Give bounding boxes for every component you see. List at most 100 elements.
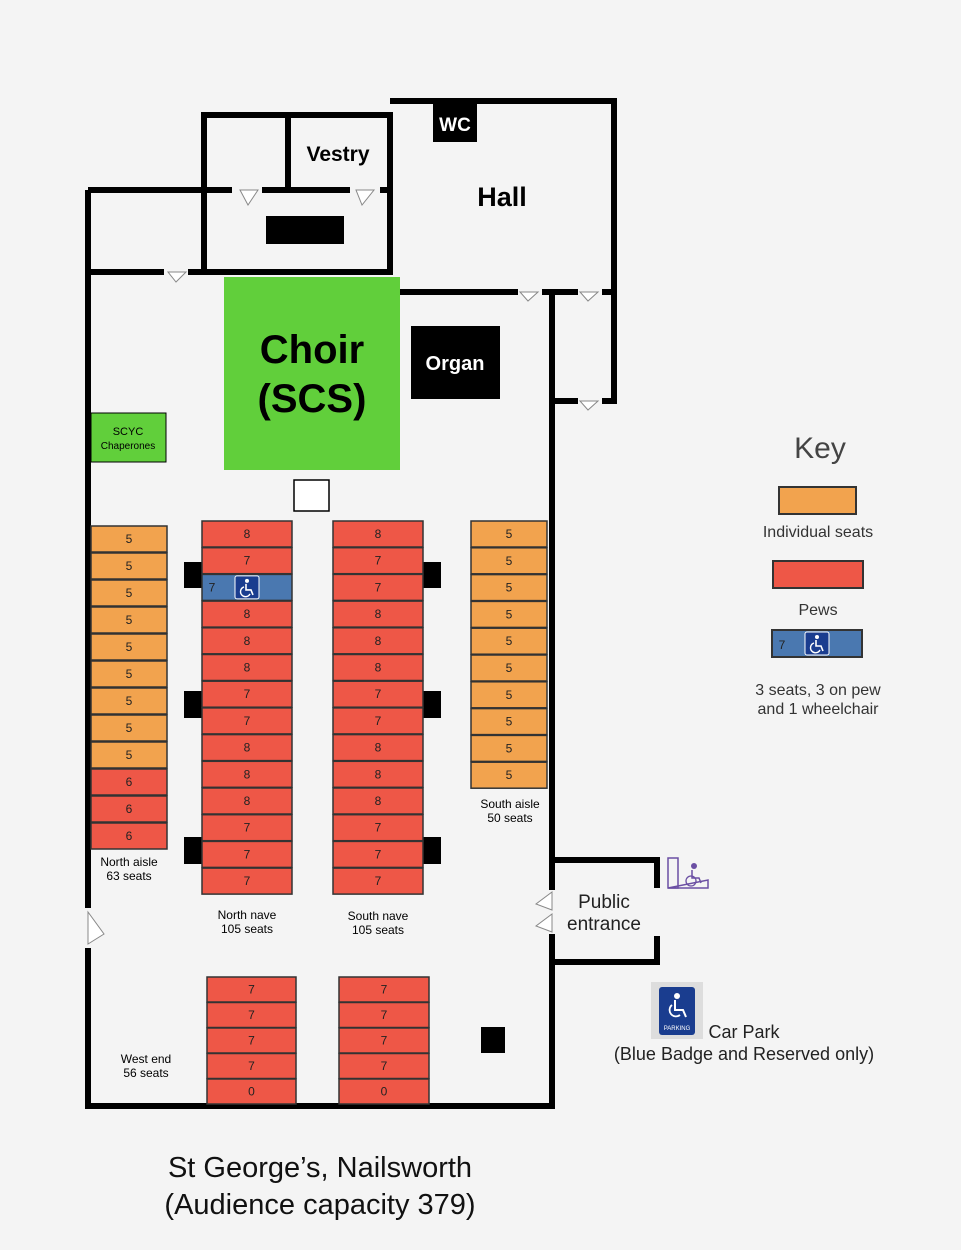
north-aisle-row-box [90,579,168,607]
south-aisle-row-box [470,654,548,682]
south-aisle-row-count: 5 [506,661,513,675]
south-nave-row-box [332,707,424,735]
north-aisle-row-count: 5 [126,532,133,546]
south-nave-row: 7 [332,707,424,735]
key-wheelchair-label: 3 seats, 3 on pew and 1 wheelchair [720,681,916,719]
organ [411,326,500,399]
north-aisle-row-box [90,741,168,769]
south-nave-row: 8 [332,627,424,655]
choir-label: Choir [260,328,364,372]
north-aisle-row-count: 5 [126,748,133,762]
north-aisle-capacity: 63 seats [106,869,151,883]
south-nave-row: 8 [332,760,424,789]
west-end-left-row: 7 [206,976,297,1003]
south-aisle-row-box [470,627,548,655]
south-nave-row-count: 8 [375,634,382,648]
south-aisle-row: 5 [470,520,548,548]
north-nave-row-count: 7 [244,874,251,888]
south-aisle-row-count: 5 [506,741,513,755]
south-aisle-row-box [470,547,548,575]
north-nave-row-count: 7 [244,554,251,568]
west-end-left-row: 0 [206,1078,297,1105]
west-end-name: West end [121,1052,171,1066]
south-nave-row: 8 [332,600,424,628]
south-aisle-row-count: 5 [506,581,513,595]
key-wheelchair-value: 7 [779,638,786,652]
north-nave-row: 7 [201,546,293,575]
south-nave-row-count: 8 [375,607,382,621]
north-aisle-row-box [90,606,168,634]
north-nave-row: 7 [201,840,293,869]
south-aisle-row-count: 5 [506,715,513,729]
public-entrance-label: Public entrance [552,892,656,936]
parking-sign-text: PARKING [664,1026,691,1032]
choir-subtitle: (SCS) [258,377,367,421]
north-aisle-row-count: 6 [126,829,133,843]
south-aisle-row: 5 [470,547,548,575]
south-nave-row-count: 7 [375,821,382,835]
north-nave-row-box [201,733,293,762]
north-nave-row-count: 8 [244,607,251,621]
south-aisle-row-count: 5 [506,688,513,702]
north-nave-row: 8 [201,600,293,628]
south-aisle-row: 5 [470,573,548,602]
north-aisle-row-box [90,795,168,823]
west-end-right-row-box [338,1078,430,1105]
scyc-label: SCYC [113,426,144,438]
key-title: Key [794,432,846,465]
north-aisle-row-box [90,525,168,553]
west-end-left-row-box [206,1027,297,1054]
north-aisle-row-count: 6 [126,775,133,789]
north-nave-row: 8 [201,627,293,655]
south-nave-row-box [332,600,424,628]
south-nave-row: 7 [332,813,424,842]
west-end-left-row-box [206,976,297,1003]
north-aisle-row-box [90,714,168,742]
west-end-right-row-count: 7 [381,1034,388,1048]
north-nave-row-count: 7 [244,821,251,835]
north-nave-row: 7 [201,707,293,735]
north-aisle-row-count: 5 [126,613,133,627]
south-aisle-row-count: 5 [506,634,513,648]
north-aisle-row-count: 6 [126,802,133,816]
west-end-left-row-box [206,1078,297,1105]
font-box [293,479,330,512]
scyc-area [90,412,167,463]
west-end-right-row: 7 [338,1052,430,1080]
north-aisle-row-count: 5 [126,586,133,600]
organ-label: Organ [426,353,485,375]
north-nave-row-box [201,520,293,548]
north-nave-row: 8 [201,787,293,815]
south-aisle-row-box [470,681,548,709]
car-park-line1: Car Park [708,1022,780,1042]
north-aisle-row: 5 [90,579,168,607]
south-nave-row-count: 8 [375,794,382,808]
north-nave-row-count: 7 [244,714,251,728]
north-aisle-row-count: 5 [126,721,133,735]
north-nave-row: 8 [201,760,293,789]
west-end-left-row: 7 [206,1027,297,1054]
south-nave-row-count: 7 [375,847,382,861]
north-nave-row-box [201,627,293,655]
south-nave-row: 7 [332,680,424,708]
south-aisle-row-box [470,707,548,736]
north-aisle-row: 5 [90,687,168,715]
north-aisle-row-box [90,822,168,850]
north-aisle-row-box [90,687,168,715]
south-aisle-row-box [470,573,548,602]
south-nave-row: 8 [332,520,424,548]
south-nave-row-count: 8 [375,661,382,675]
south-nave-row: 7 [332,546,424,575]
south-nave-row-count: 8 [375,767,382,781]
west-end-right-row: 0 [338,1078,430,1105]
west-end-right-row: 7 [338,1001,430,1029]
west-end-right-row-box [338,976,430,1003]
caption-capacity: (Audience capacity 379) [164,1189,476,1221]
north-aisle-row: 5 [90,660,168,688]
north-nave-row: 8 [201,520,293,548]
south-nave-row-box [332,867,424,895]
south-aisle-name: South aisle [480,797,540,811]
north-aisle-row: 5 [90,633,168,661]
seating: 5555555556668778887788877787788877888777… [90,520,548,1105]
